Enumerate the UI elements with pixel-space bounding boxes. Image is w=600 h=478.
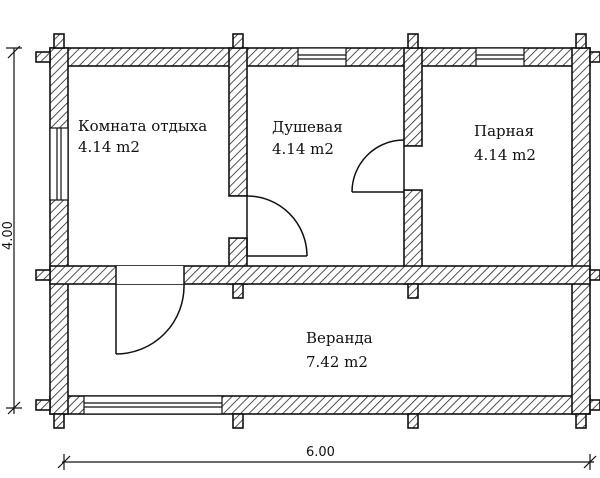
room-name: Парная: [474, 122, 534, 140]
room-area: 7.42 m2: [306, 353, 368, 371]
room-name: Комната отдыха: [78, 117, 207, 135]
log-end: [589, 399, 600, 411]
log-end: [35, 399, 51, 411]
log-end: [575, 413, 587, 429]
dimension-width: 6.00: [306, 445, 335, 460]
dimension-lines: [6, 45, 597, 470]
wall-inner-2: [403, 47, 423, 147]
log-end: [232, 33, 244, 49]
log-end: [35, 51, 51, 63]
log-end: [589, 51, 600, 63]
wall-right: [571, 47, 591, 415]
room-name: Душевая: [272, 118, 343, 136]
door-steam: [351, 139, 422, 193]
room-area: 4.14 m2: [474, 146, 536, 164]
log-end: [589, 269, 600, 281]
room-name: Веранда: [306, 329, 373, 347]
wall-left: [49, 47, 69, 415]
log-end: [407, 33, 419, 49]
log-end: [232, 283, 244, 299]
log-end: [35, 269, 51, 281]
log-end: [53, 413, 65, 429]
log-end: [407, 413, 419, 429]
walls: [35, 33, 600, 429]
room-area: 4.14 m2: [78, 138, 140, 156]
dimension-height: 4.00: [1, 221, 16, 250]
doors: [115, 139, 422, 355]
windows: [49, 47, 525, 415]
door-shower: [229, 195, 308, 257]
door-rest: [115, 266, 185, 355]
room-labels: Комната отдыха 4.14 m2 Душевая 4.14 m2 П…: [78, 117, 536, 371]
window-left: [49, 127, 69, 201]
window-top: [475, 47, 525, 67]
window-top: [297, 47, 347, 67]
room-area: 4.14 m2: [272, 140, 334, 158]
log-end: [53, 33, 65, 49]
window-bottom: [83, 395, 223, 415]
log-end: [232, 413, 244, 429]
log-end: [575, 33, 587, 49]
wall-inner-1: [228, 47, 248, 197]
log-end: [407, 283, 419, 299]
